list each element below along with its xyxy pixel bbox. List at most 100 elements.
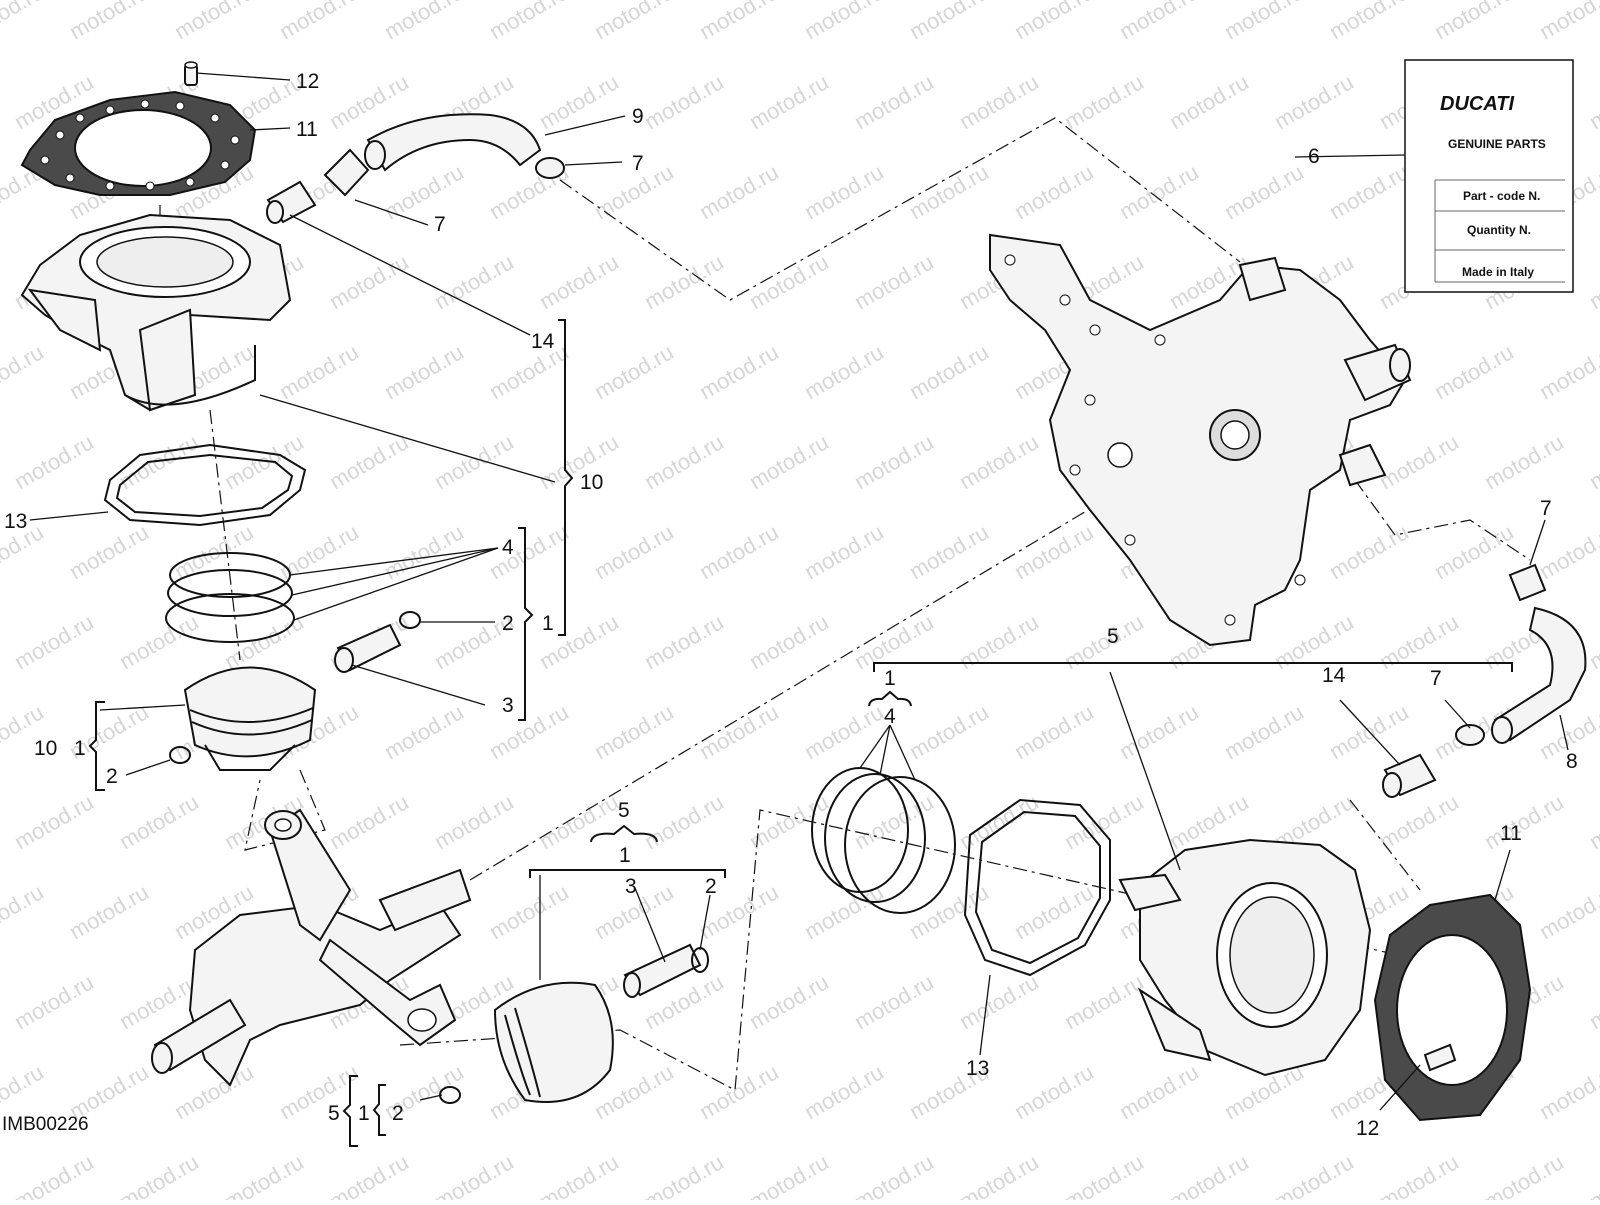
callout-11-right: 11 (1500, 822, 1522, 845)
watermark-text: motod.ru (1060, 789, 1148, 854)
watermark-text: motod.ru (65, 0, 153, 44)
diagram-code: IMB00226 (2, 1114, 89, 1135)
watermark-text: motod.ru (1375, 429, 1463, 494)
watermark-text: motod.ru (1060, 69, 1148, 134)
callout-1-bottom: 1 (358, 1102, 370, 1125)
watermark-text: motod.ru (1535, 1059, 1600, 1124)
watermark-text: motod.ru (1060, 969, 1148, 1034)
cylinder-top (20, 213, 292, 412)
callout-8: 8 (1566, 750, 1578, 773)
callout-7-c: 7 (1430, 667, 1442, 690)
watermark-text: motod.ru (590, 699, 678, 764)
watermark-text: motod.ru (800, 1059, 888, 1124)
watermark-text: motod.ru (1535, 879, 1600, 944)
watermark-text: motod.ru (850, 969, 938, 1034)
watermark-text: motod.ru (1375, 609, 1463, 674)
callout-5-mid: 5 (618, 799, 630, 822)
watermark-text: motod.ru (1535, 339, 1600, 404)
watermark-text: motod.ru (430, 429, 518, 494)
hose-clamp-top-right (535, 157, 565, 179)
watermark-text: motod.ru (1535, 0, 1600, 44)
callout-13-right: 13 (966, 1057, 989, 1080)
watermark-text: motod.ru (535, 1149, 623, 1200)
callout-7-b: 7 (434, 213, 446, 236)
watermark-text: motod.ru (1060, 1149, 1148, 1200)
watermark-text: motod.ru (535, 789, 623, 854)
watermark-text: motod.ru (695, 1059, 783, 1124)
hose-clamp-right-mid (1455, 724, 1485, 746)
watermark-text: motod.ru (1220, 699, 1308, 764)
water-hose-right (1382, 563, 1587, 798)
watermark-text: motod.ru (1325, 519, 1413, 584)
watermark-text: motod.ru (745, 969, 833, 1034)
watermark-text: motod.ru (1115, 699, 1203, 764)
watermark-text: motod.ru (955, 1149, 1043, 1200)
watermark-text: motod.ru (1010, 519, 1098, 584)
genuine-parts-label: DUCATI GENUINE PARTS Part - code N. Quan… (1404, 59, 1574, 293)
watermark-text: motod.ru (1535, 519, 1600, 584)
watermark-text: motod.ru (1375, 789, 1463, 854)
watermark-text: motod.ru (850, 69, 938, 134)
watermark-text: motod.ru (1010, 1059, 1098, 1124)
watermark-text: motod.ru (955, 69, 1043, 134)
callout-7-d: 7 (1540, 497, 1552, 520)
piston-left (169, 666, 317, 771)
watermark-text: motod.ru (170, 0, 258, 44)
watermark-text: motod.ru (1430, 519, 1518, 584)
watermark-text: motod.ru (1480, 429, 1568, 494)
watermark-text: motod.ru (745, 429, 833, 494)
watermark-text: motod.ru (485, 0, 573, 44)
watermark-text: motod.ru (590, 339, 678, 404)
callout-3-mid: 3 (625, 875, 637, 898)
head-gasket-right (1373, 893, 1532, 1122)
bracket-1-bottom (372, 1084, 386, 1136)
callout-13-left: 13 (4, 510, 27, 533)
watermark-text: motod.ru (1165, 1149, 1253, 1200)
watermark-text: motod.ru (1115, 159, 1203, 224)
callout-5-bottom: 5 (328, 1102, 340, 1125)
callout-3-top: 3 (502, 694, 514, 717)
watermark-text: motod.ru (640, 429, 728, 494)
base-gasket-right (963, 798, 1111, 977)
callout-7-a: 7 (632, 152, 644, 175)
callout-1-right: 1 (884, 667, 896, 690)
bracket-5-right (873, 662, 1513, 672)
watermark-text: motod.ru (380, 0, 468, 44)
watermark-text: motod.ru (380, 699, 468, 764)
watermark-text: motod.ru (695, 699, 783, 764)
watermark-text: motod.ru (905, 339, 993, 404)
callout-14-right: 14 (1322, 664, 1346, 687)
watermark-text: motod.ru (1010, 699, 1098, 764)
watermark-text: motod.ru (1325, 159, 1413, 224)
callout-4-top: 4 (502, 536, 514, 559)
watermark-text: motod.ru (10, 429, 98, 494)
piston-rings-right (811, 767, 956, 914)
circlip-left-b (169, 746, 191, 764)
watermark-text: motod.ru (955, 789, 1043, 854)
watermark-text: motod.ru (745, 609, 833, 674)
watermark-text: motod.ru (1480, 1149, 1568, 1200)
watermark-text: motod.ru (640, 69, 728, 134)
watermark-text: motod.ru (1325, 0, 1413, 44)
crankshaft-and-rod (151, 808, 472, 1087)
callout-10-b: 10 (34, 737, 57, 760)
watermark-text: motod.ru (1430, 0, 1518, 44)
callout-1-b: 1 (74, 737, 86, 760)
hose-clamp-right-top (1508, 563, 1547, 602)
watermark-text: motod.ru (430, 789, 518, 854)
watermark-text: motod.ru (220, 1149, 308, 1200)
watermark-text: motod.ru (1270, 1149, 1358, 1200)
callout-14-top: 14 (531, 330, 555, 353)
watermark-text: motod.ru (275, 0, 363, 44)
watermark-text: motod.ru (485, 339, 573, 404)
callout-6: 6 (1308, 145, 1320, 168)
watermark-text: motod.ru (65, 879, 153, 944)
watermark-text: motod.ru (640, 789, 728, 854)
bracket-1-top (518, 527, 534, 721)
callout-11-top: 11 (296, 118, 318, 141)
watermark-text: motod.ru (905, 0, 993, 44)
watermark-text: motod.ru (850, 429, 938, 494)
watermark-text: motod.ru (115, 429, 203, 494)
watermark-text: motod.ru (640, 249, 728, 314)
